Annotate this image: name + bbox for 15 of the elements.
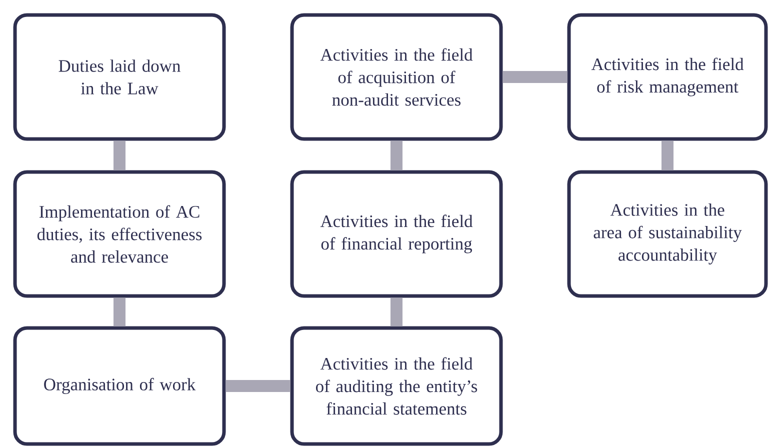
connector-bar — [390, 140, 402, 170]
process-box: Duties laid down in the Law — [13, 13, 226, 141]
process-box: Activities in the field of financial reporting — [290, 170, 503, 298]
process-box: Organisation of work — [13, 326, 226, 446]
connector-bar — [114, 298, 126, 326]
process-box: Activities in the field of risk management — [567, 13, 768, 141]
connector-bar — [662, 140, 674, 170]
connector-bar — [502, 71, 568, 83]
process-box: Activities in the field of auditing the entity’s financial statements — [290, 326, 503, 446]
process-box: Implementation of AC duties, its effectiveness and relevance — [13, 170, 226, 298]
connector-bar — [390, 298, 402, 326]
process-box: Activities in the field of acquisition of non-audit services — [290, 13, 503, 141]
process-box: Activities in the area of sustainability accountability — [567, 170, 768, 298]
connector-bar — [226, 380, 290, 392]
connector-bar — [114, 140, 126, 170]
